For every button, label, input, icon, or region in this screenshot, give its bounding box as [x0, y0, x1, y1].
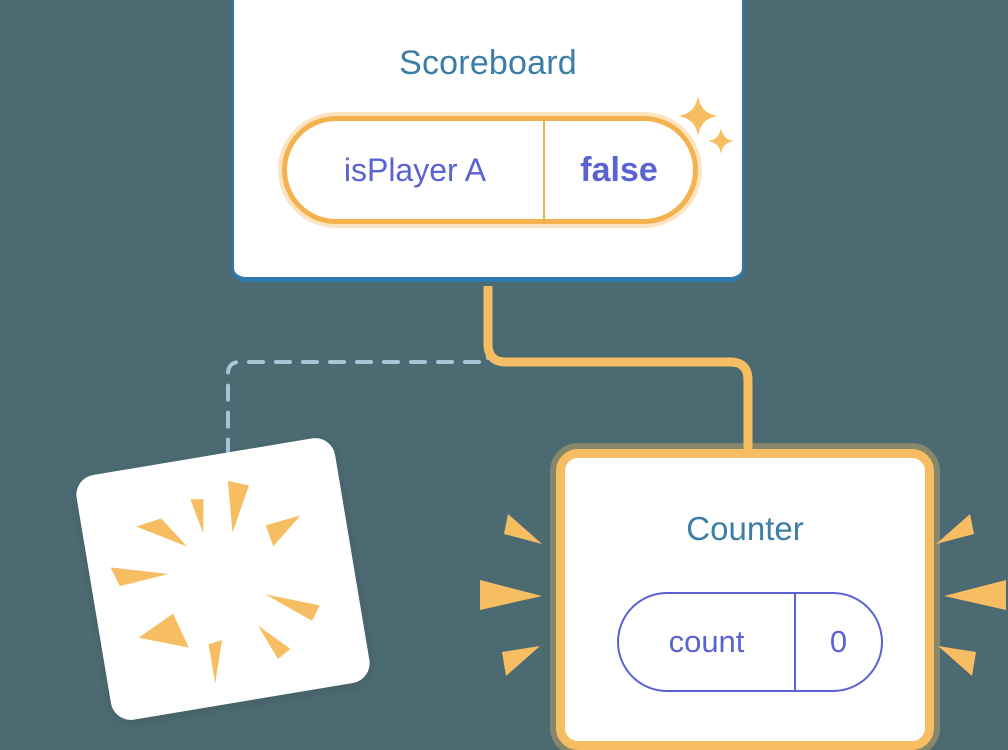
counter-card[interactable]: Counter count 0: [556, 449, 934, 750]
counter-title: Counter: [686, 510, 804, 547]
burst-icon: [110, 480, 320, 684]
scoreboard-card[interactable]: Scoreboard isPlayer A false: [232, 0, 744, 282]
counter-state-pill[interactable]: count 0: [617, 592, 883, 692]
sparkle-icon-small: [708, 128, 734, 154]
burst-icon-right: [936, 514, 1006, 676]
counter-state-value: 0: [829, 624, 848, 659]
sparkle-icon-large: [678, 96, 718, 136]
burst-icon-left: [480, 514, 542, 676]
blank-highlight-card[interactable]: [73, 435, 373, 723]
scoreboard-title: Scoreboard: [399, 44, 577, 82]
scoreboard-state-pill[interactable]: isPlayer A false: [278, 112, 702, 228]
connector-scoreboard-to-blank-card: [226, 288, 490, 472]
scoreboard-state-key: isPlayer A: [287, 121, 545, 219]
connector-scoreboard-to-counter: [483, 286, 753, 462]
counter-state-key: count: [619, 594, 796, 690]
scoreboard-state-value: false: [580, 150, 658, 189]
scoreboard-pill-body[interactable]: isPlayer A false: [282, 116, 698, 224]
